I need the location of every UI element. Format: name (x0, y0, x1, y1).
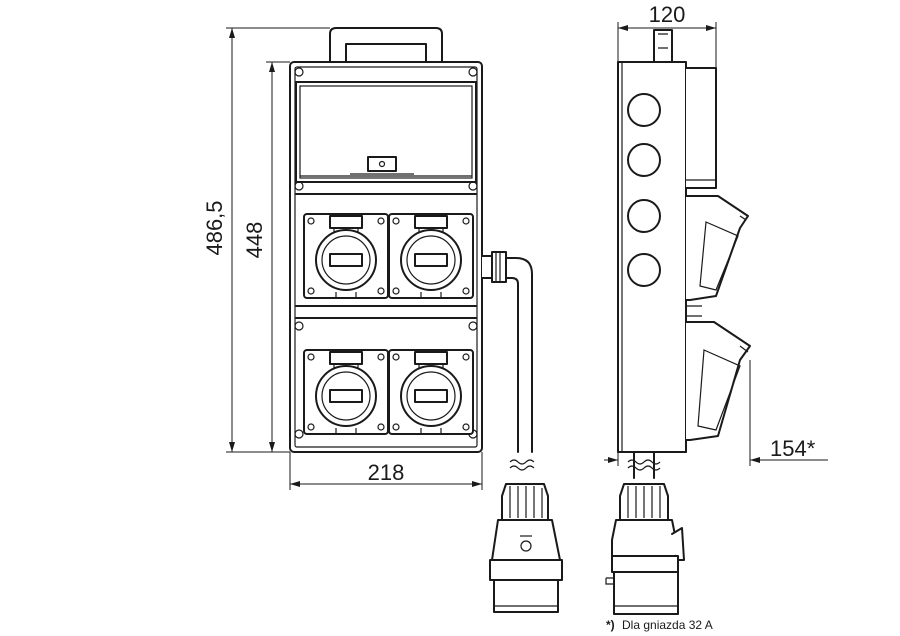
plug-side (605, 483, 685, 615)
plug-front (489, 483, 563, 613)
dim-total-height-label: 486,5 (202, 200, 227, 255)
dim-body-height: 448 (242, 61, 290, 453)
side-view: 120 154* (604, 2, 828, 615)
side-handle (653, 29, 673, 63)
cable-front (505, 257, 533, 453)
side-socket-lower (685, 321, 751, 441)
cable-side (633, 451, 655, 479)
cable-gland-front (481, 251, 507, 283)
socket-bottom-left (303, 349, 389, 435)
carry-handle (329, 27, 443, 63)
dim-depth: 120 (617, 2, 717, 68)
cable-entries (627, 93, 661, 287)
front-view: 218 448 486,5 (202, 27, 563, 613)
dim-width-label: 218 (368, 460, 405, 485)
footnote: *) Dla gniazda 32 A (606, 618, 713, 632)
socket-top-right (388, 213, 474, 299)
dim-depth-socket-label: 154* (770, 436, 816, 461)
dim-depth-socket: 154* (604, 360, 828, 466)
socket-bottom-right (388, 349, 474, 435)
dim-depth-label: 120 (649, 2, 686, 27)
socket-top-left (303, 213, 389, 299)
footnote-marker: *) (606, 618, 615, 632)
footnote-text: Dla gniazda 32 A (622, 618, 713, 632)
breaker-window (295, 81, 477, 183)
dim-total-height: 486,5 (202, 27, 330, 453)
dim-body-height-label: 448 (242, 222, 267, 259)
dim-width: 218 (289, 452, 483, 490)
side-socket-upper (685, 195, 749, 301)
